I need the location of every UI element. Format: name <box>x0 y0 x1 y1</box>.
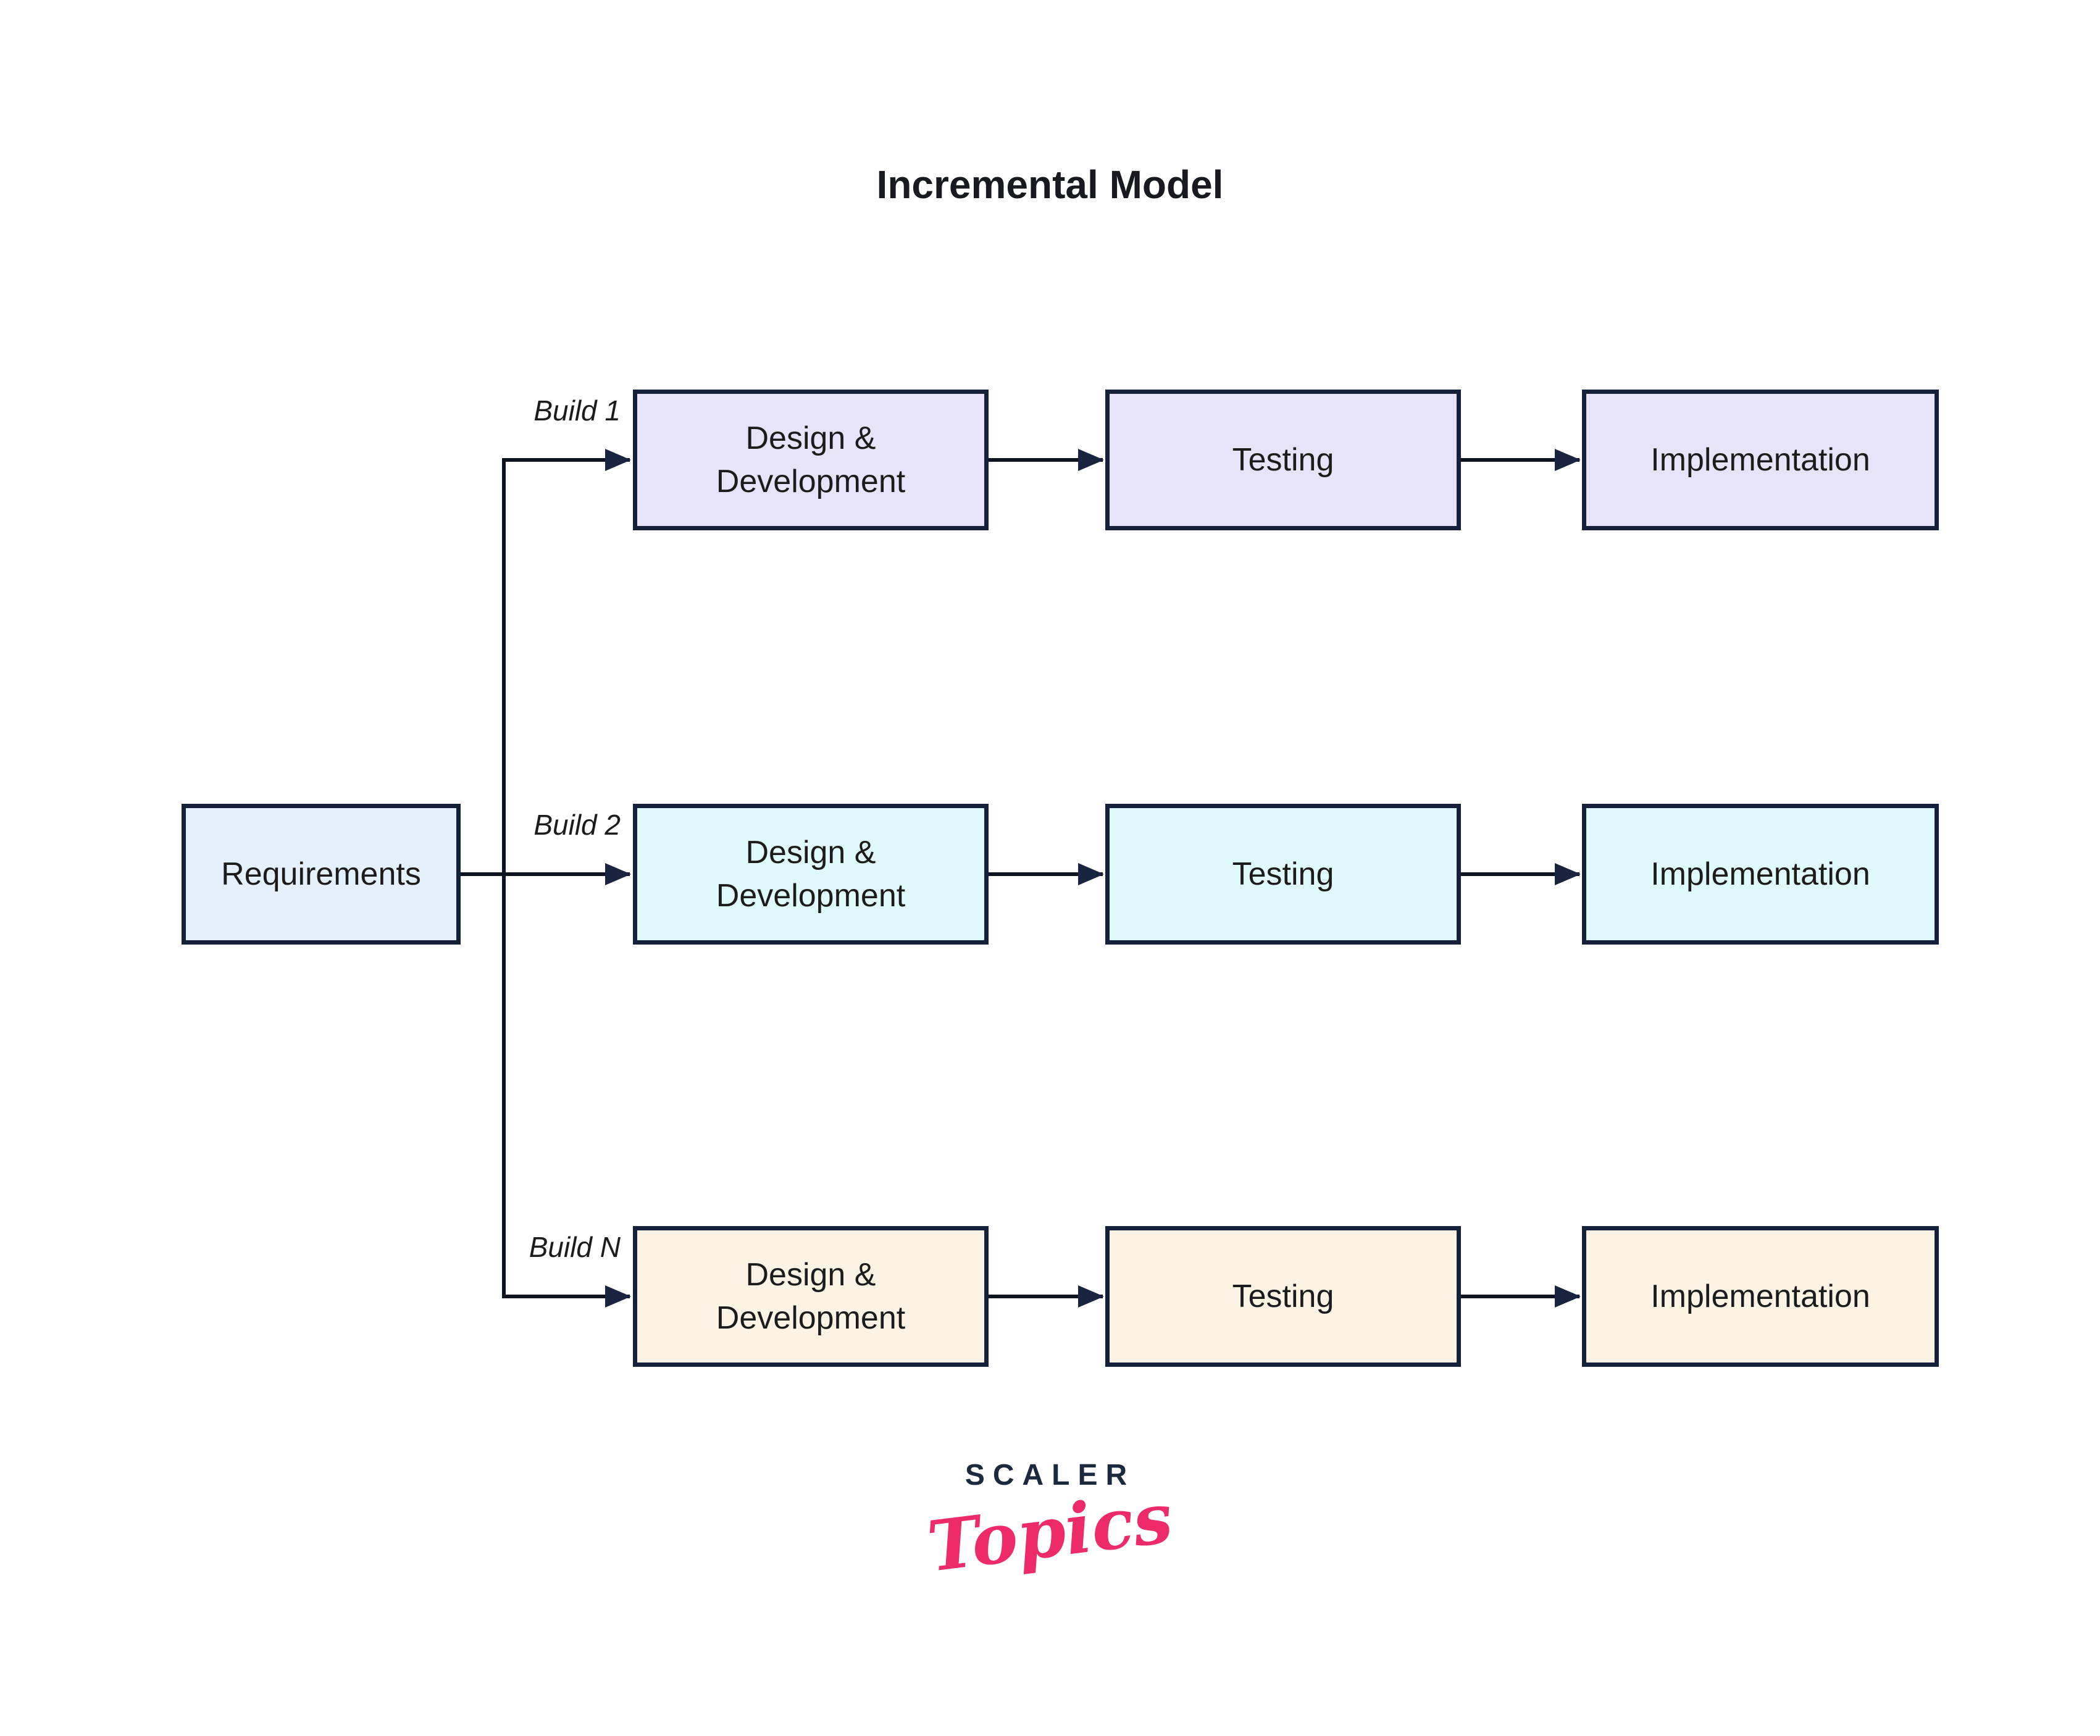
build-2-design-development-box: Design & Development <box>633 804 989 945</box>
build-1-testing-box: Testing <box>1105 390 1461 530</box>
diagram-title: Incremental Model <box>876 162 1224 207</box>
build-n-testing-box: Testing <box>1105 1226 1461 1367</box>
scaler-topics-logo: SCALER Topics <box>0 1458 2100 1588</box>
logo-topics-wordmark: Topics <box>923 1477 1177 1588</box>
build-n-design-development-box: Design & Development <box>633 1226 989 1367</box>
build-n-label: Build N <box>529 1231 621 1263</box>
build-2-label: Build 2 <box>533 809 621 841</box>
logo-scaler-wordmark: SCALER <box>964 1459 1136 1492</box>
build-2-testing-box: Testing <box>1105 804 1461 945</box>
build-1-label: Build 1 <box>533 394 621 427</box>
build-1-implementation-box: Implementation <box>1582 390 1939 530</box>
build-1-design-development-box: Design & Development <box>633 390 989 530</box>
requirements-box: Requirements <box>182 804 461 945</box>
build-2-implementation-box: Implementation <box>1582 804 1939 945</box>
build-n-implementation-box: Implementation <box>1582 1226 1939 1367</box>
